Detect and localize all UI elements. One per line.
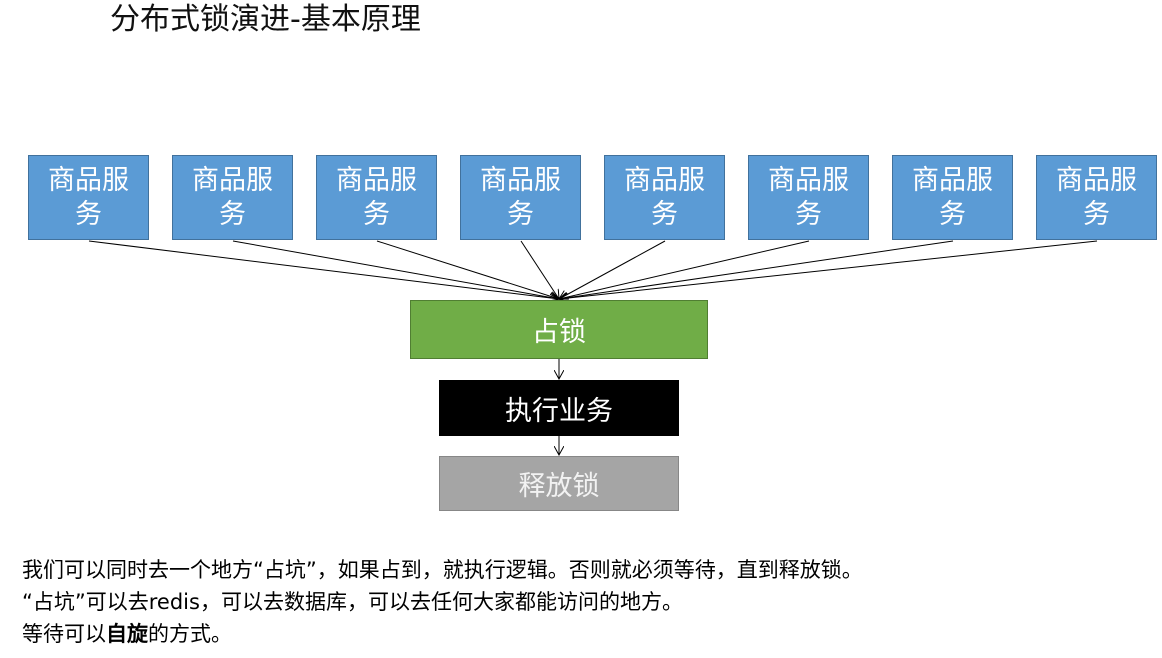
service-box: 商品服务 (172, 155, 293, 240)
service-box: 商品服务 (748, 155, 869, 240)
service-box: 商品服务 (316, 155, 437, 240)
service-box: 商品服务 (892, 155, 1013, 240)
arrow-service-to-lock (559, 240, 1098, 299)
description-line-2: “占坑”可以去redis，可以去数据库，可以去任何大家都能访问的地方。 (22, 590, 683, 614)
description-line-1: 我们可以同时去一个地方“占坑”，如果占到，就执行逻辑。否则就必须等待，直到释放锁… (22, 558, 863, 582)
arrow-service-to-lock (88, 240, 559, 299)
execute-business-step: 执行业务 (439, 380, 679, 436)
line3-bold: 自旋 (106, 622, 148, 646)
lock-step: 占锁 (410, 300, 708, 359)
description-line-3: 等待可以自旋的方式。 (22, 618, 863, 650)
arrow-service-to-lock (559, 240, 954, 299)
arrow-service-to-lock (232, 240, 559, 299)
release-lock-step: 释放锁 (439, 456, 679, 511)
page-title: 分布式锁演进-基本原理 (110, 2, 421, 37)
service-box: 商品服务 (28, 155, 149, 240)
service-box: 商品服务 (460, 155, 581, 240)
line3-suffix: 的方式。 (148, 622, 232, 646)
arrow-service-to-lock (376, 240, 559, 299)
service-box: 商品服务 (1036, 155, 1157, 240)
description: 我们可以同时去一个地方“占坑”，如果占到，就执行逻辑。否则就必须等待，直到释放锁… (22, 554, 863, 650)
service-box: 商品服务 (604, 155, 725, 240)
arrow-service-to-lock (520, 240, 559, 299)
line3-prefix: 等待可以 (22, 622, 106, 646)
arrow-service-to-lock (559, 240, 666, 299)
arrow-service-to-lock (559, 240, 810, 299)
